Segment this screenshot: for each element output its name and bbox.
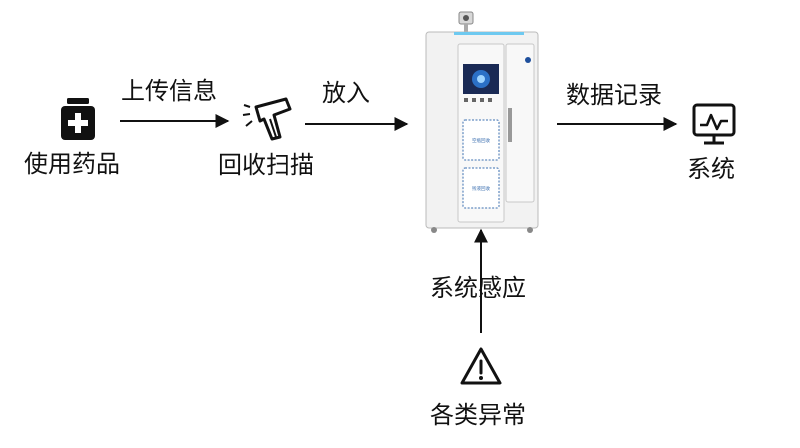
label-system-sensing: 系统感应 bbox=[430, 274, 526, 302]
label-data-record: 数据记录 bbox=[566, 81, 662, 109]
recycling-cabinet-icon: 空瓶回收 残液回收 bbox=[425, 11, 539, 233]
label-recycle-scan: 回收扫描 bbox=[218, 151, 314, 179]
label-upload-info: 上传信息 bbox=[121, 77, 217, 105]
medicine-bottle-icon bbox=[61, 98, 95, 140]
monitor-chart-icon bbox=[692, 103, 736, 145]
label-use-medicine: 使用药品 bbox=[24, 150, 120, 178]
cabinet-panel-label-2: 残液回收 bbox=[472, 185, 490, 192]
warning-triangle-icon bbox=[460, 347, 502, 385]
label-anomalies: 各类异常 bbox=[430, 401, 526, 429]
barcode-scanner-icon bbox=[242, 97, 292, 141]
cabinet-panel-label-1: 空瓶回收 bbox=[472, 137, 490, 144]
label-system: 系统 bbox=[687, 155, 735, 183]
label-put-in: 放入 bbox=[322, 79, 370, 107]
